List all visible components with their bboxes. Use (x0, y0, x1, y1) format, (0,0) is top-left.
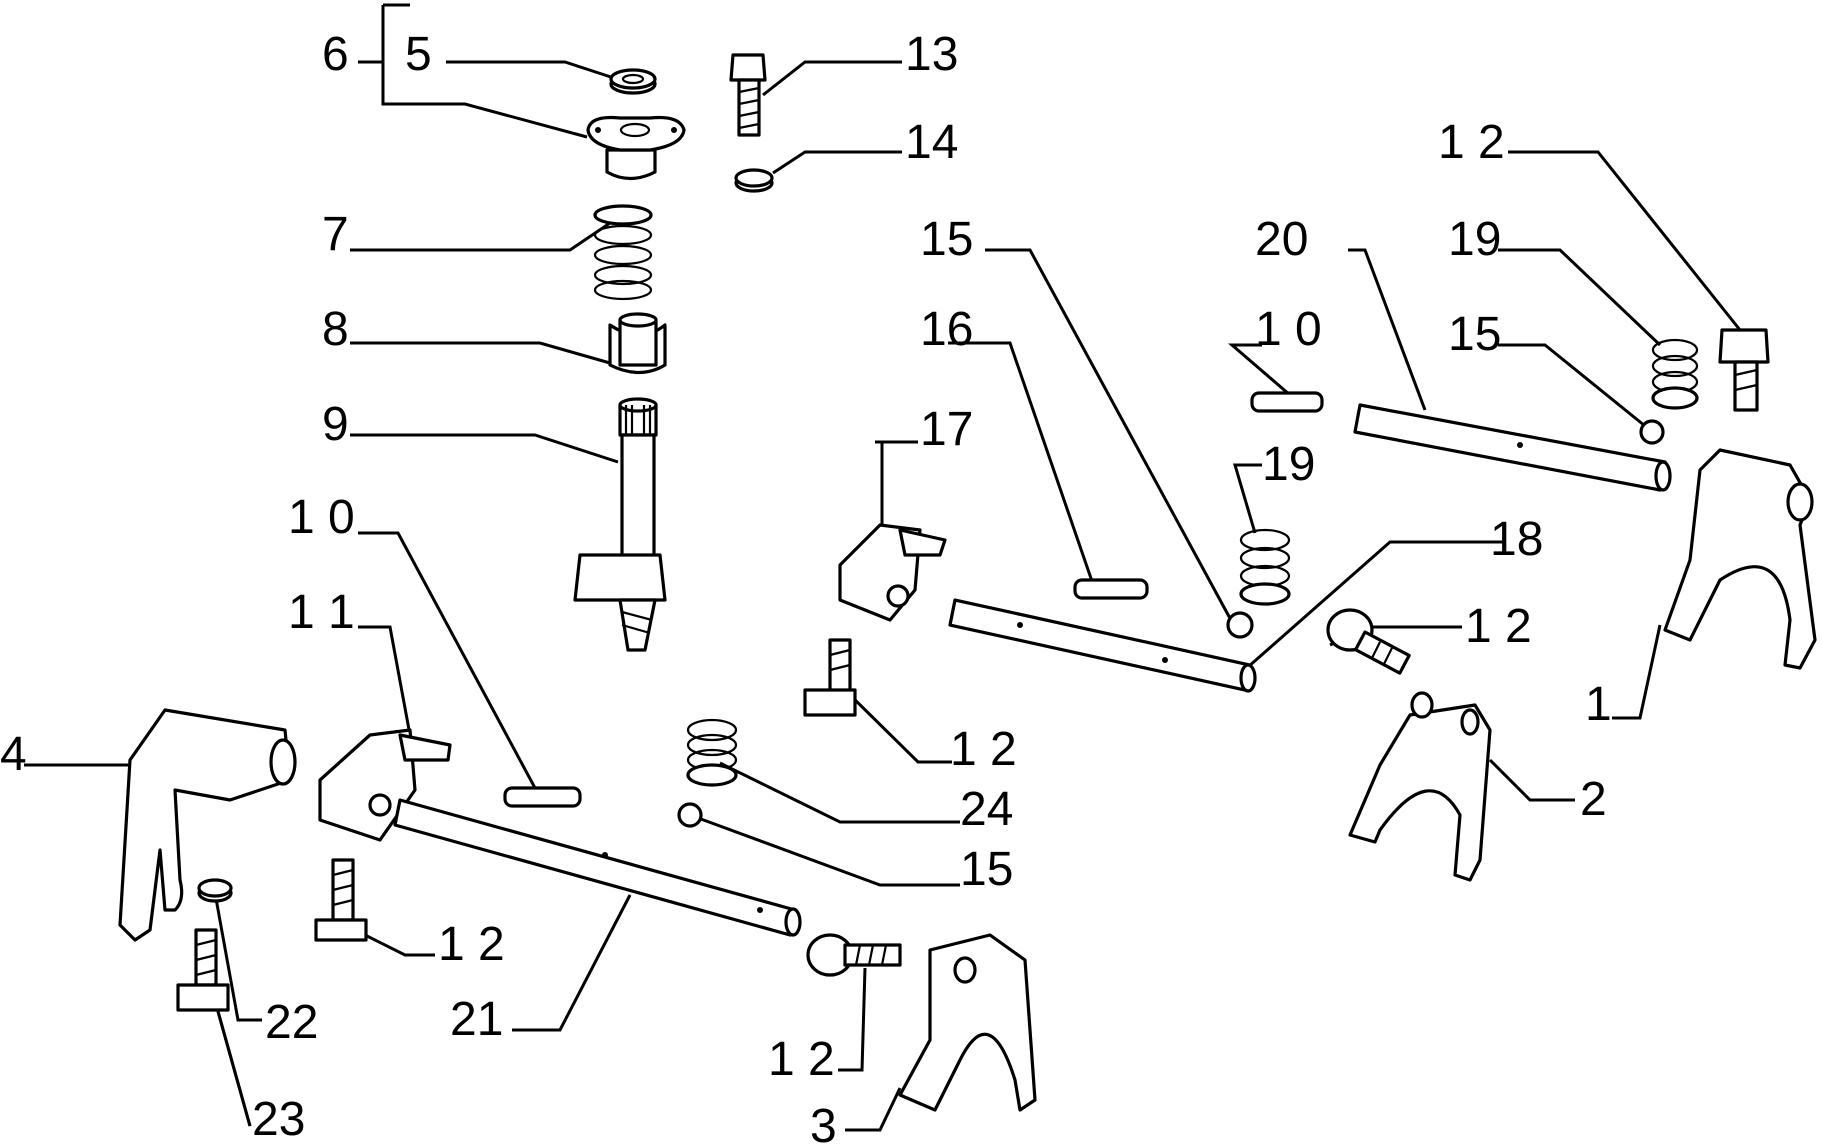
label-9: 9 (322, 398, 349, 451)
bolt-part-12-middle (803, 638, 857, 717)
flange-cap-part-6 (586, 115, 686, 181)
bolt-part-13 (729, 53, 767, 137)
shift-rod-part-21 (393, 798, 802, 937)
leader-lines (24, 3, 1742, 1132)
label-7: 7 (322, 208, 349, 261)
ball-part-15-upper (1226, 611, 1254, 639)
washer-part-5 (609, 68, 657, 95)
bolt-part-12-bottom-left (314, 858, 368, 942)
bolt-part-12-bottom-middle (806, 933, 902, 977)
label-20: 20 (1255, 213, 1308, 266)
label-6: 6 (322, 28, 349, 81)
selector-block-part-17 (838, 523, 947, 622)
label-10-left: 1 0 (288, 491, 355, 544)
bolt-part-12-upper-right (1326, 608, 1411, 675)
label-12-bottom-left: 1 2 (438, 918, 505, 971)
sleeve-part-8 (608, 312, 667, 375)
label-19-middle: 19 (1262, 438, 1315, 491)
spring-part-24 (686, 718, 738, 787)
label-12-upper-right: 1 2 (1465, 600, 1532, 653)
label-13: 13 (905, 28, 958, 81)
shift-fork-part-2 (1348, 691, 1492, 882)
label-1: 1 (1585, 678, 1612, 731)
label-15-right: 15 (1448, 308, 1501, 361)
label-18: 18 (1490, 513, 1543, 566)
label-3: 3 (810, 1100, 837, 1145)
spring-part-19-middle (1239, 528, 1291, 606)
selector-lever-part-4 (118, 708, 297, 942)
label-10-right: 1 0 (1255, 303, 1322, 356)
shift-fork-part-3 (898, 933, 1037, 1112)
washer-part-22 (197, 878, 233, 903)
label-5: 5 (405, 28, 432, 81)
bolt-part-12-top-right (1718, 328, 1770, 412)
label-22: 22 (265, 996, 318, 1049)
label-11: 1 1 (288, 586, 355, 639)
label-19-right: 19 (1448, 213, 1501, 266)
label-12-bottom-middle: 1 2 (768, 1033, 835, 1086)
label-12-middle: 1 2 (950, 723, 1017, 776)
label-23: 23 (252, 1093, 305, 1145)
label-2: 2 (1580, 773, 1607, 826)
bolt-part-23 (176, 928, 230, 1012)
selector-shaft-part-9 (573, 397, 667, 652)
label-17: 17 (920, 403, 973, 456)
label-14: 14 (905, 116, 958, 169)
label-8: 8 (322, 303, 349, 356)
washer-part-14 (734, 168, 774, 193)
ball-part-15-right (1639, 419, 1665, 445)
pin-part-16 (1073, 578, 1149, 600)
spring-part-7 (593, 204, 653, 301)
spring-part-19-right (1651, 338, 1699, 410)
shift-rod-part-20 (1353, 403, 1672, 492)
label-24: 24 (960, 783, 1013, 836)
ball-part-15-bottom (677, 802, 703, 828)
label-16: 16 (920, 303, 973, 356)
shift-fork-part-1 (1663, 448, 1817, 670)
shift-rod-part-18 (948, 598, 1257, 693)
label-4: 4 (0, 728, 27, 781)
pin-part-10-right (1250, 391, 1324, 413)
label-12-top-right: 1 2 (1438, 116, 1505, 169)
pin-part-10-left (503, 786, 582, 808)
label-15-upper: 15 (920, 213, 973, 266)
label-21: 21 (450, 993, 503, 1046)
label-15-bottom: 15 (960, 843, 1013, 896)
selector-block-part-11 (318, 728, 452, 842)
part-labels: 6 5 13 14 7 8 9 1 0 1 1 4 1 2 21 22 23 2… (0, 28, 1612, 1145)
